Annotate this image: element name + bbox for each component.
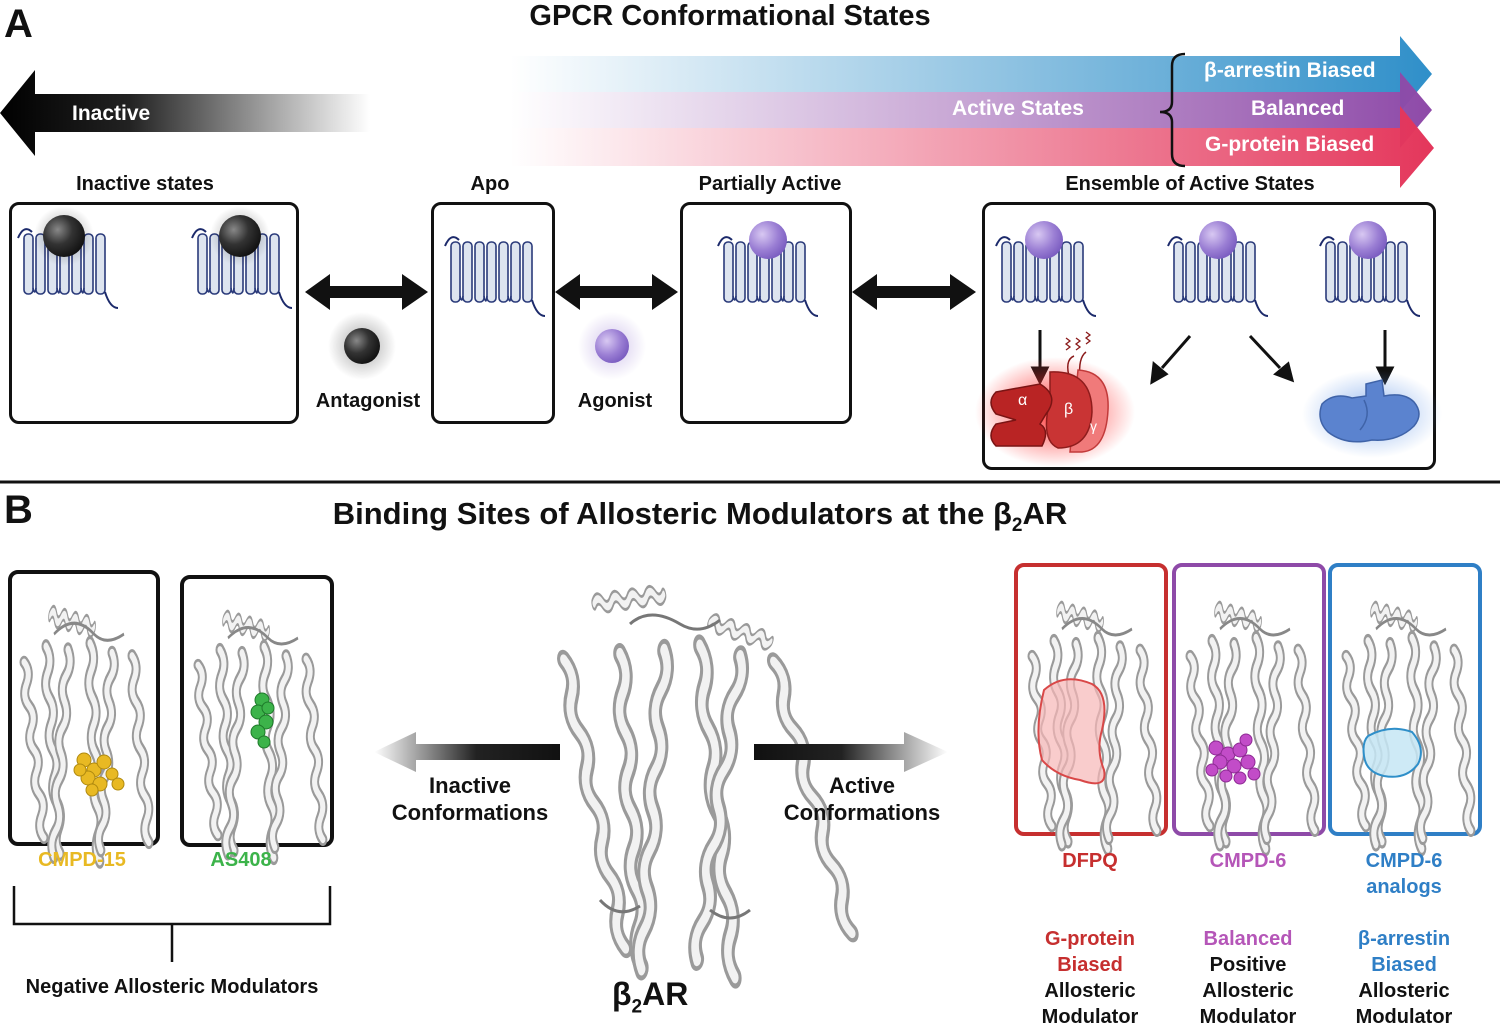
panel-a-letter: A [4,2,33,46]
g-protein-heterotrimer [990,331,1109,453]
receptor-label: β2AR [612,976,689,1018]
ensemble-title: Ensemble of Active States [1065,173,1315,195]
apo-title: Apo [470,173,510,195]
beta-arrestin-shape [1319,379,1420,443]
as408-label: AS408 [210,849,272,871]
inactive-arrow [0,70,370,156]
cmpd15-binding-site [73,752,125,797]
panel-a-title: GPCR Conformational States [529,0,931,32]
partially-active-title: Partially Active [698,173,842,195]
inactive-conformations-label: Inactive Conformations [391,773,549,825]
balanced-arrow [510,72,1432,148]
cmpd6-analogs-type-label: β-arrestin Biased Allosteric Modulator [1355,928,1453,1028]
inactive-states-title: Inactive states [76,173,214,195]
dfpq-label: DFPQ [1062,850,1118,872]
g-alpha-label: α [1018,392,1028,409]
panel-b-letter: B [4,488,33,532]
active-conformations-label: Active Conformations [783,773,941,825]
nam-group-label: Negative Allosteric Modulators [25,976,319,998]
apo-box [431,202,555,424]
balanced-label: Balanced [1251,97,1345,120]
g-beta-label: β [1064,401,1074,418]
agonist-bound-partial [749,221,787,259]
antagonist-bound-1 [43,215,85,257]
arrestin-biased-label: β-arrestin Biased [1204,59,1376,82]
dfpq-type-label: G-protein Biased Allosteric Modulator [1041,928,1139,1028]
panel-b-title: Binding Sites of Allosteric Modulators a… [332,496,1068,537]
gprotein-biased-label: G-protein Biased [1205,133,1375,156]
g-gamma-label: γ [1090,418,1097,434]
cmpd6-binding-site [1205,733,1261,785]
agonist-ball [595,329,629,363]
cmpd6-label: CMPD-6 [1209,850,1287,872]
cmpd6-analogs-label: CMPD-6 analogs [1365,850,1443,898]
antagonist-bound-2 [219,215,261,257]
cmpd15-label: CMPD-15 [38,849,126,871]
antagonist-ball [344,328,380,364]
agonist-label: Agonist [577,390,653,412]
arrestin-arrow [510,36,1432,112]
cmpd6-analogs-binding-site [1362,727,1422,778]
antagonist-label: Antagonist [315,390,421,412]
beta2ar-structure [560,590,856,978]
active-states-label: Active States [952,97,1084,120]
active-conformations-arrow [754,732,948,772]
dfpq-binding-site [1037,678,1106,785]
cmpd6-type-label: Balanced Positive Allosteric Modulator [1199,928,1297,1028]
inactive-arrow-label: Inactive [72,102,151,125]
gprotein-arrow [510,106,1434,188]
inactive-conformations-arrow [374,732,560,772]
as408-binding-site [250,692,275,749]
nam-bracket [12,886,332,962]
